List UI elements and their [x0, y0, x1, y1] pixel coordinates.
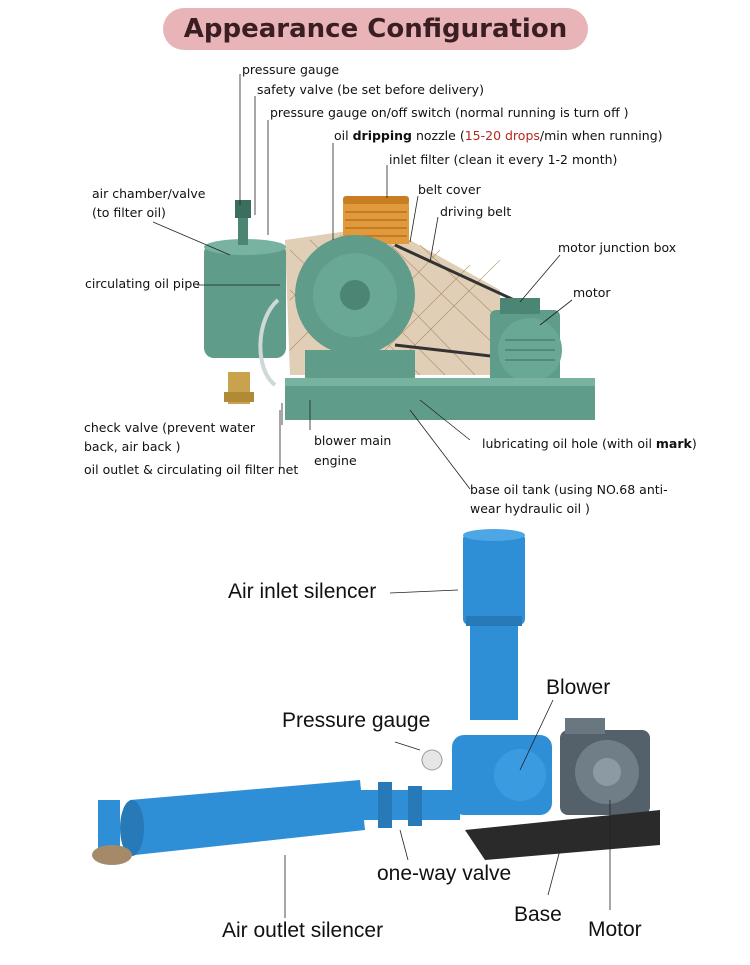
oil-nozzle-part-a: oil — [334, 128, 353, 143]
air-chamber-tank — [204, 243, 286, 358]
outlet-silencer — [130, 780, 365, 855]
driving-belt — [394, 243, 526, 307]
label-air-chamber-1: air chamber/valve — [92, 186, 206, 201]
label-base-tank-1: base oil tank (using NO.68 anti- — [470, 482, 668, 497]
oil-nozzle-part-c: nozzle ( — [412, 128, 465, 143]
label-circulating-pipe: circulating oil pipe — [85, 276, 200, 291]
label-base-tank-2: wear hydraulic oil ) — [470, 501, 590, 516]
label-oil-nozzle: oil dripping nozzle (15-20 drops/min whe… — [334, 128, 663, 144]
oil-nozzle-part-d: 15-20 drops — [464, 128, 540, 143]
inlet-silencer — [463, 533, 525, 625]
label-gauge-switch: pressure gauge on/off switch (normal run… — [270, 105, 629, 120]
lube-hole-part-a: lubricating oil hole (with oil — [482, 436, 656, 451]
oil-nozzle-part-b: dripping — [352, 128, 413, 143]
label-pressure-gauge: pressure gauge — [242, 62, 340, 77]
label-check-valve-1: check valve (prevent water — [84, 420, 256, 435]
label-belt-cover: belt cover — [418, 182, 481, 197]
title-banner: Appearance Configuration — [163, 8, 588, 50]
label-safety-valve: safety valve (be set before delivery) — [257, 82, 484, 97]
lube-hole-part-b: mark — [655, 436, 692, 451]
label-air-inlet-silencer: Air inlet silencer — [228, 580, 377, 603]
one-way-valve — [378, 782, 392, 828]
label-motor-bottom: Motor — [588, 918, 642, 941]
label-pressure-gauge-bottom: Pressure gauge — [282, 709, 431, 732]
label-driving-belt: driving belt — [440, 204, 512, 219]
label-air-outlet-silencer: Air outlet silencer — [222, 919, 384, 942]
label-one-way-valve: one-way valve — [377, 862, 512, 885]
label-inlet-filter: inlet filter (clean it every 1-2 month) — [389, 152, 618, 167]
page-title: Appearance Configuration — [183, 14, 568, 44]
label-base: Base — [514, 903, 562, 926]
base-frame — [465, 810, 660, 860]
lube-hole-part-c: ) — [691, 436, 697, 451]
label-lube-hole: lubricating oil hole (with oil mark) — [482, 436, 697, 452]
label-motor: motor — [573, 285, 611, 300]
label-air-chamber-2: (to filter oil) — [92, 205, 166, 220]
label-motor-junction: motor junction box — [558, 240, 677, 255]
oil-nozzle-part-e: /min when running) — [539, 128, 663, 143]
label-check-valve-2: back, air back ) — [84, 439, 181, 454]
label-blower-main-1: blower main — [314, 433, 392, 448]
label-oil-outlet: oil outlet & circulating oil filter net — [84, 462, 299, 477]
pressure-gauge-dial — [421, 749, 443, 771]
label-blower: Blower — [546, 676, 611, 699]
label-blower-main-2: engine — [314, 453, 357, 468]
